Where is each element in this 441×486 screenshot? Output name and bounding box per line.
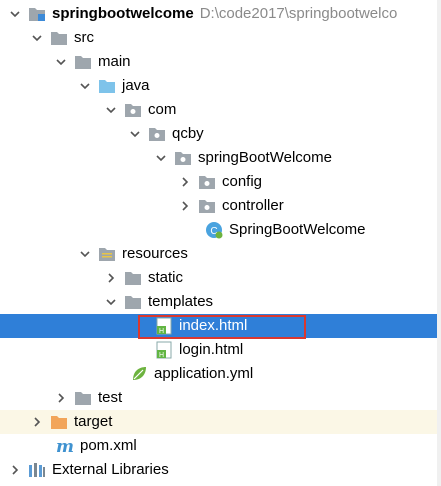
tree-item-label: pom.xml — [80, 437, 137, 454]
chevron-right-icon[interactable] — [178, 194, 192, 218]
tree-item-label: config — [222, 173, 263, 190]
tree-item-label: target — [74, 413, 113, 430]
tree-item-label: controller — [222, 197, 284, 214]
resources-folder-icon — [98, 245, 116, 263]
chevron-down-icon[interactable] — [78, 242, 92, 266]
package-icon — [198, 197, 216, 215]
tree-item-label: templates — [148, 293, 214, 310]
folder-icon — [74, 389, 92, 407]
chevron-right-icon[interactable] — [30, 410, 44, 434]
tree-row-project[interactable]: springbootwelcome D:\code2017\springboot… — [0, 2, 441, 26]
tree-item-label: java — [122, 77, 150, 94]
package-icon — [148, 125, 166, 143]
excluded-folder-icon — [50, 413, 68, 431]
tree-row-index-html[interactable]: H index.html — [0, 314, 441, 338]
tree-row-pom[interactable]: m pom.xml — [0, 434, 441, 458]
tree-item-label: External Libraries — [52, 461, 169, 478]
tree-item-label: src — [74, 29, 94, 46]
folder-icon — [124, 293, 142, 311]
folder-icon — [50, 29, 68, 47]
tree-row-login-html[interactable]: H login.html — [0, 338, 441, 362]
tree-row-main-class[interactable]: C SpringBootWelcome — [0, 218, 441, 242]
html-file-icon: H — [155, 341, 173, 359]
tree-item-label: resources — [122, 245, 188, 262]
tree-row-templates[interactable]: templates — [0, 290, 441, 314]
tree-row-static[interactable]: static — [0, 266, 441, 290]
tree-row-application-yml[interactable]: application.yml — [0, 362, 441, 386]
tree-row-target[interactable]: target — [0, 410, 441, 434]
tree-item-label: qcby — [172, 125, 204, 142]
source-folder-icon — [98, 77, 116, 95]
tree-item-label: application.yml — [154, 365, 254, 382]
maven-icon: m — [56, 437, 74, 455]
svg-text:H: H — [159, 328, 164, 335]
svg-text:m: m — [56, 437, 74, 455]
chevron-right-icon[interactable] — [54, 386, 68, 410]
chevron-down-icon[interactable] — [128, 122, 142, 146]
chevron-down-icon[interactable] — [78, 74, 92, 98]
chevron-down-icon[interactable] — [54, 50, 68, 74]
chevron-down-icon[interactable] — [104, 98, 118, 122]
tree-row-qcby[interactable]: qcby — [0, 122, 441, 146]
tree-row-java[interactable]: java — [0, 74, 441, 98]
tree-item-label: test — [98, 389, 123, 406]
scrollbar-track[interactable] — [437, 0, 441, 486]
chevron-right-icon[interactable] — [178, 170, 192, 194]
tree-row-com[interactable]: com — [0, 98, 441, 122]
tree-row-springbootwelcome[interactable]: springBootWelcome — [0, 146, 441, 170]
folder-icon — [124, 269, 142, 287]
chevron-down-icon[interactable] — [8, 2, 22, 26]
module-folder-icon — [28, 5, 46, 23]
tree-row-resources[interactable]: resources — [0, 242, 441, 266]
tree-item-label: com — [148, 101, 177, 118]
tree-item-label: login.html — [179, 341, 244, 358]
chevron-down-icon[interactable] — [30, 26, 44, 50]
tree-item-label: main — [98, 53, 131, 70]
package-icon — [124, 101, 142, 119]
package-icon — [198, 173, 216, 191]
project-path: D:\code2017\springbootwelco — [199, 5, 398, 22]
tree-item-label: springBootWelcome — [198, 149, 332, 166]
tree-item-label: index.html — [179, 317, 248, 334]
svg-text:H: H — [159, 352, 164, 359]
spring-leaf-icon — [130, 365, 148, 383]
tree-item-label: static — [148, 269, 184, 286]
tree-row-config[interactable]: config — [0, 170, 441, 194]
svg-text:C: C — [210, 226, 217, 237]
package-icon — [174, 149, 192, 167]
chevron-right-icon[interactable] — [104, 266, 118, 290]
chevron-right-icon[interactable] — [8, 458, 22, 482]
folder-icon — [74, 53, 92, 71]
tree-row-test[interactable]: test — [0, 386, 441, 410]
library-icon — [28, 461, 46, 479]
chevron-down-icon[interactable] — [104, 290, 118, 314]
tree-row-main[interactable]: main — [0, 50, 441, 74]
tree-row-src[interactable]: src — [0, 26, 441, 50]
html-file-icon: H — [155, 317, 173, 335]
chevron-down-icon[interactable] — [154, 146, 168, 170]
tree-row-external-libraries[interactable]: External Libraries — [0, 458, 441, 482]
spring-boot-class-icon: C — [205, 221, 223, 239]
tree-row-controller[interactable]: controller — [0, 194, 441, 218]
tree-item-label: SpringBootWelcome — [229, 221, 366, 238]
project-name: springbootwelcome — [52, 5, 194, 22]
